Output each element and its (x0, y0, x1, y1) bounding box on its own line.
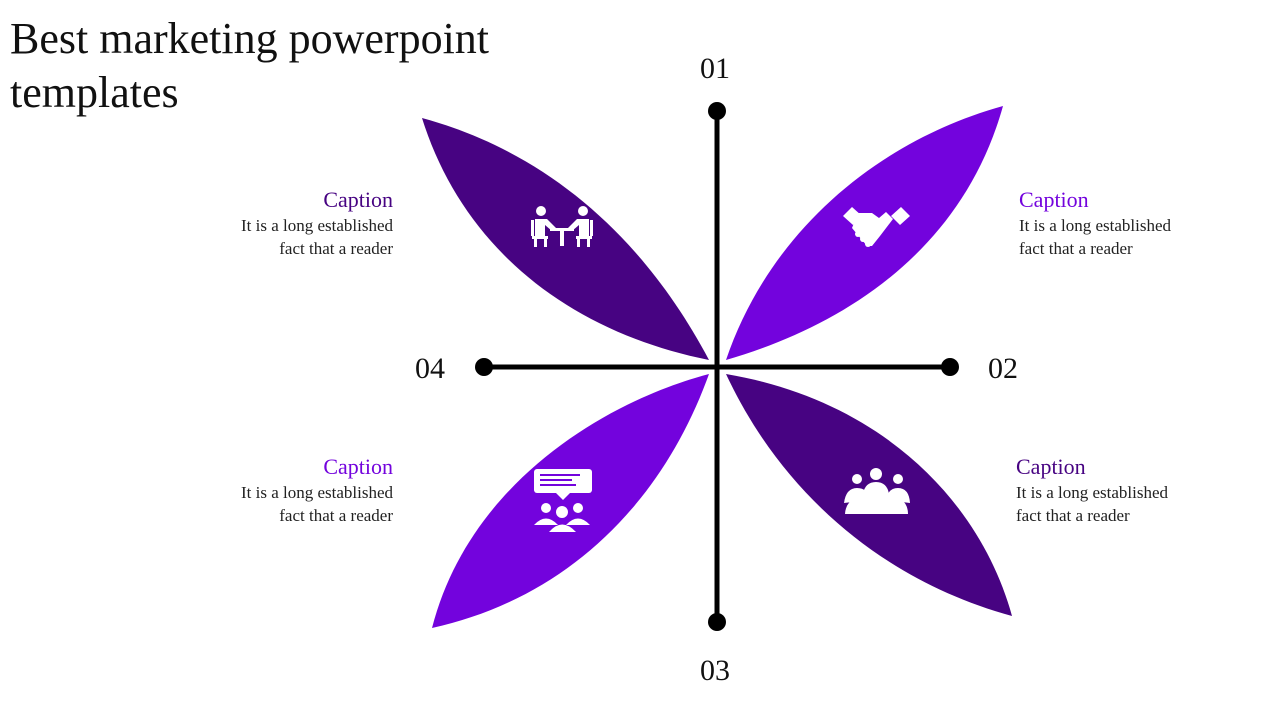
presentation-group-icon (534, 469, 592, 532)
caption-body: It is a long established fact that a rea… (240, 216, 393, 258)
caption-bottom-right: Caption It is a long established fact th… (1016, 453, 1216, 527)
caption-title: Caption (1019, 187, 1089, 212)
caption-top-left: Caption It is a long established fact th… (193, 186, 393, 260)
axis-number-bottom: 03 (700, 654, 730, 687)
caption-title: Caption (323, 187, 393, 212)
slide-title: Best marketing powerpoint templates (10, 14, 490, 117)
handshake-icon (843, 207, 910, 247)
axis-dot-right (941, 358, 959, 376)
caption-bottom-left: Caption It is a long established fact th… (193, 453, 393, 527)
caption-top-right: Caption It is a long established fact th… (1019, 186, 1219, 260)
petal-top-left (422, 118, 709, 360)
petal-bottom-left (432, 374, 709, 628)
axis-dot-top (708, 102, 726, 120)
meeting-icon (531, 206, 593, 247)
caption-title: Caption (1016, 454, 1086, 479)
caption-body: It is a long established fact that a rea… (1019, 216, 1172, 258)
conference-icon (844, 468, 910, 514)
axis-number-left: 04 (415, 352, 445, 385)
axis-number-top: 01 (700, 52, 730, 85)
caption-body: It is a long established fact that a rea… (1016, 483, 1169, 525)
caption-title: Caption (323, 454, 393, 479)
axis-dot-left (475, 358, 493, 376)
axis-number-right: 02 (988, 352, 1018, 385)
axis-dot-bottom (708, 613, 726, 631)
caption-body: It is a long established fact that a rea… (240, 483, 393, 525)
